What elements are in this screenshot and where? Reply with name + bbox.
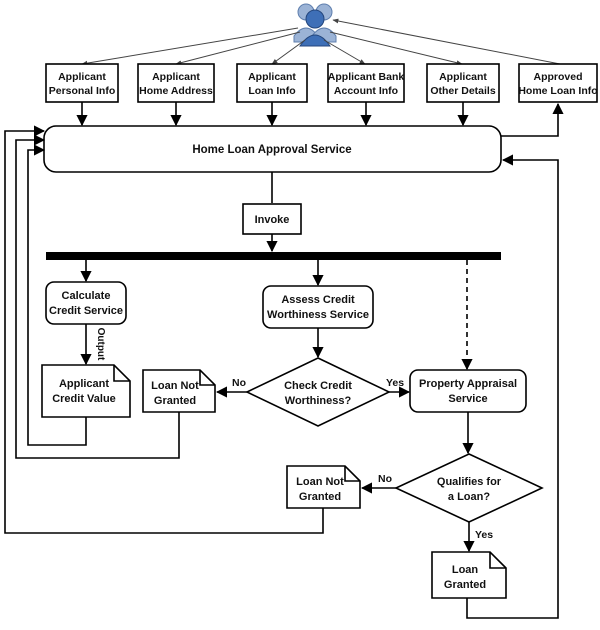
yes-label-2: Yes bbox=[475, 529, 493, 541]
input-label-line2: Loan Info bbox=[248, 85, 295, 97]
output-label-line1: Approved bbox=[533, 71, 582, 83]
not-granted-1-line1: Loan Not bbox=[151, 380, 199, 392]
granted-line2: Granted bbox=[444, 579, 486, 591]
qualifies-for-loan-decision: Qualifies for a Loan? bbox=[394, 453, 544, 523]
input-box-loan-info: Applicant Loan Info bbox=[236, 63, 308, 103]
invoke-box: Invoke bbox=[242, 203, 302, 235]
output-label-line2: Home Loan Info bbox=[518, 85, 597, 97]
no-label-1: No bbox=[232, 377, 246, 389]
assess-label-line1: Assess Credit bbox=[281, 294, 355, 306]
appraisal-label-line2: Service bbox=[448, 393, 487, 405]
home-loan-approval-service: Home Loan Approval Service bbox=[43, 125, 502, 173]
no-label-2: No bbox=[378, 473, 392, 485]
output-label: Output bbox=[95, 328, 106, 361]
output-box-approved-loan-info: Approved Home Loan Info bbox=[518, 63, 598, 103]
assess-credit-worthiness-service: Assess Credit Worthiness Service bbox=[262, 285, 374, 329]
input-label-line1: Applicant bbox=[58, 71, 106, 83]
applicant-credit-value-document: Applicant Credit Value bbox=[41, 364, 131, 418]
qualifies-label-line2: a Loan? bbox=[448, 491, 490, 503]
granted-line1: Loan bbox=[452, 564, 479, 576]
calc-label-line2: Credit Service bbox=[49, 305, 123, 317]
assess-label-line2: Worthiness Service bbox=[267, 309, 369, 321]
input-label-line1: Applicant bbox=[439, 71, 487, 83]
not-granted-1-line2: Granted bbox=[154, 395, 196, 407]
loan-not-granted-document-2: Loan Not Granted bbox=[286, 465, 361, 509]
not-granted-1-feedback-loop bbox=[15, 134, 180, 459]
loan-granted-document: Loan Granted bbox=[431, 551, 507, 599]
input-label-line1: Applicant bbox=[152, 71, 200, 83]
fork-bar bbox=[46, 252, 501, 260]
credit-value-line2: Credit Value bbox=[52, 393, 116, 405]
input-label-line2: Account Info bbox=[334, 85, 398, 97]
actor-connectors bbox=[81, 18, 561, 66]
input-box-other-details: Applicant Other Details bbox=[426, 63, 500, 103]
credit-value-feedback-loop bbox=[27, 144, 87, 446]
input-label-line1: Applicant bbox=[248, 71, 296, 83]
qualifies-label-line1: Qualifies for bbox=[437, 476, 502, 488]
credit-value-line1: Applicant bbox=[59, 378, 109, 390]
not-granted-2-line1: Loan Not bbox=[296, 476, 344, 488]
appraisal-label-line1: Property Appraisal bbox=[419, 378, 517, 390]
invoke-label: Invoke bbox=[255, 214, 290, 226]
loan-granted-feedback-loop bbox=[466, 154, 559, 619]
calc-label-line1: Calculate bbox=[62, 290, 111, 302]
input-label-line2: Home Address bbox=[139, 85, 213, 97]
input-box-personal-info: Applicant Personal Info bbox=[45, 63, 119, 103]
check-label-line2: Worthiness? bbox=[285, 395, 352, 407]
input-label-line1: Applicant Bank bbox=[328, 71, 405, 83]
input-label-line2: Personal Info bbox=[49, 85, 116, 97]
loan-not-granted-document-1: Loan Not Granted bbox=[142, 369, 216, 413]
input-box-home-address: Applicant Home Address bbox=[137, 63, 215, 103]
check-label-line1: Check Credit bbox=[284, 380, 352, 392]
calculate-credit-service: Calculate Credit Service bbox=[45, 281, 127, 325]
service-title: Home Loan Approval Service bbox=[192, 144, 351, 156]
users-group-icon bbox=[293, 3, 337, 47]
input-label-line2: Other Details bbox=[430, 85, 496, 97]
check-credit-worthiness-decision: Check Credit Worthiness? bbox=[245, 357, 391, 427]
input-box-bank-account-info: Applicant Bank Account Info bbox=[327, 63, 405, 103]
yes-label-1: Yes bbox=[386, 377, 404, 389]
not-granted-2-feedback-loop bbox=[4, 125, 324, 534]
not-granted-2-line2: Granted bbox=[299, 491, 341, 503]
input-to-service-arrows bbox=[76, 102, 564, 137]
property-appraisal-service: Property Appraisal Service bbox=[409, 369, 527, 413]
